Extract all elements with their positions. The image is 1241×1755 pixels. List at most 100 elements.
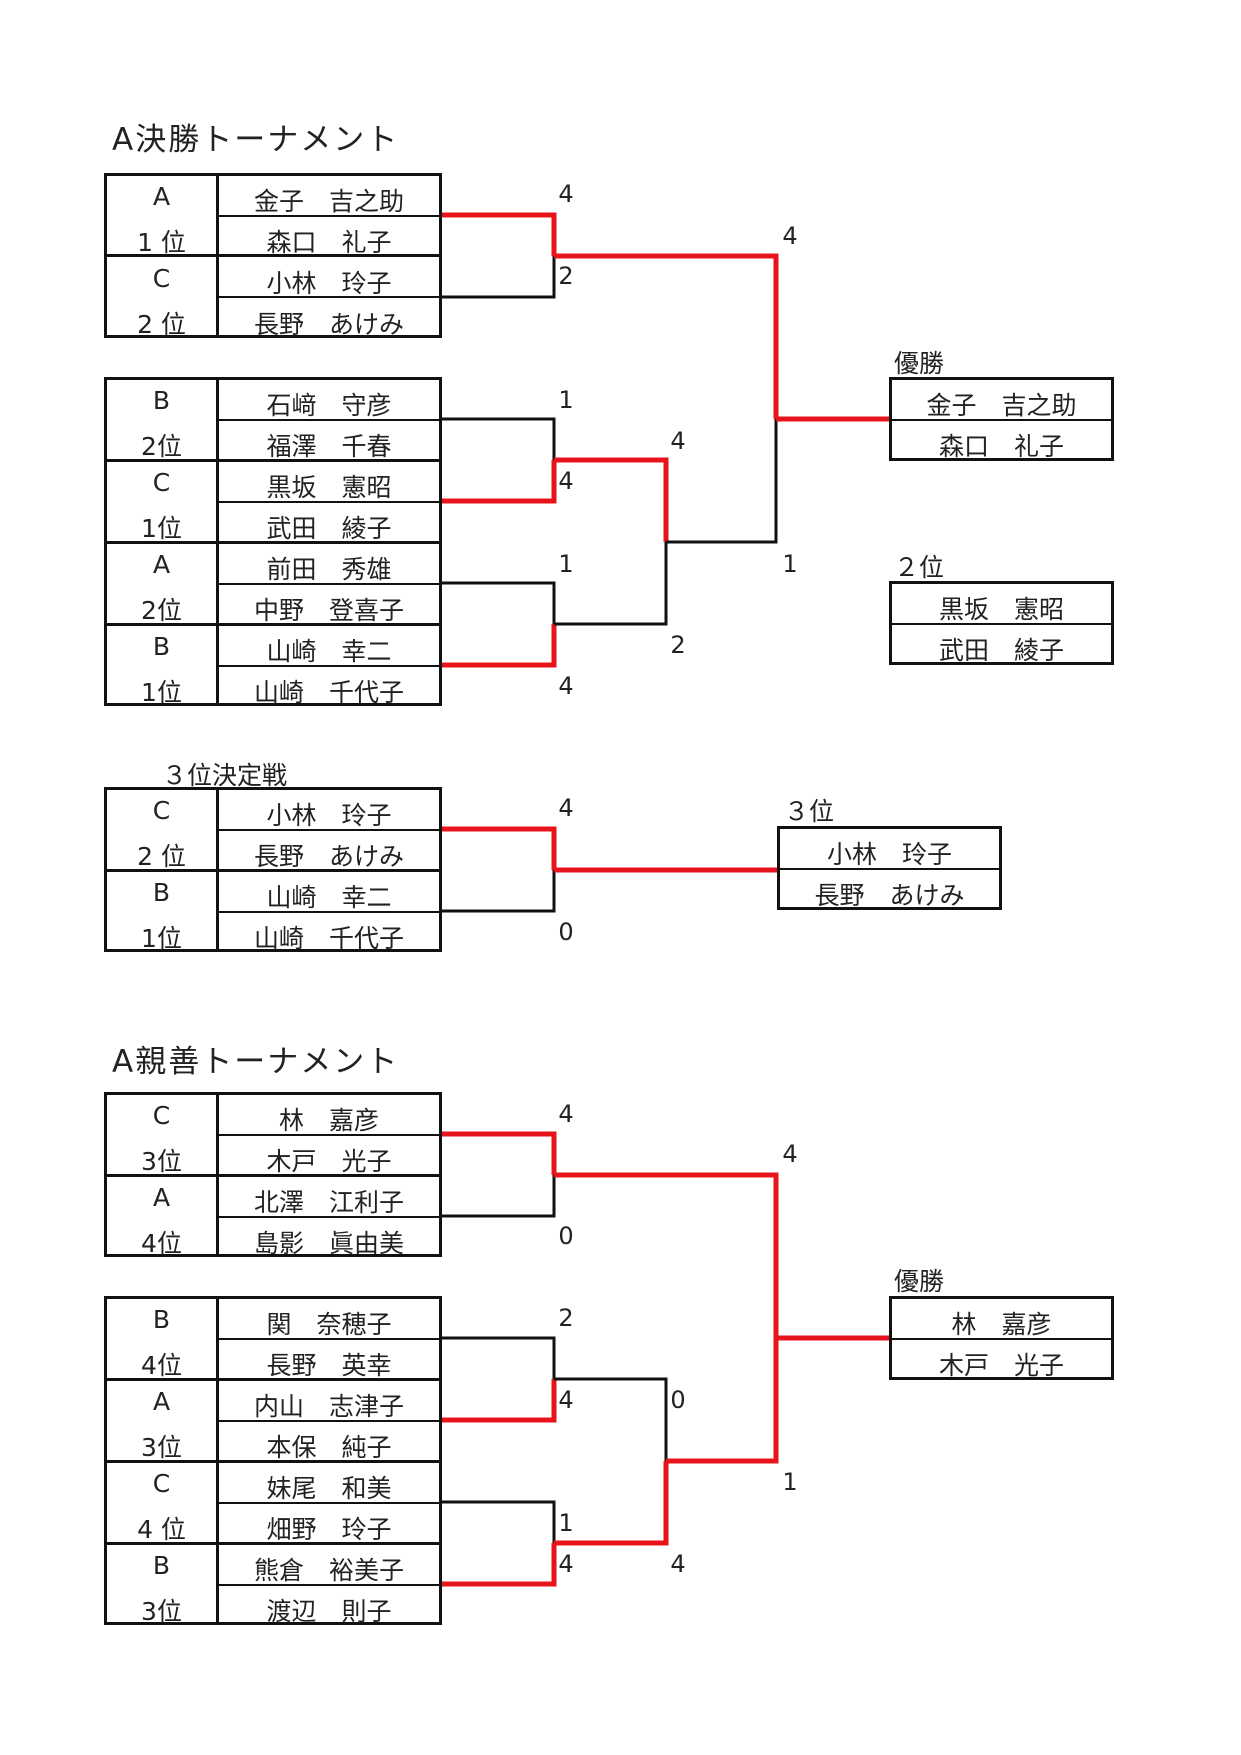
player-name: 武田 綾子 (266, 514, 392, 543)
match-score: 1 (558, 1509, 574, 1537)
group-letter: B (152, 1551, 171, 1580)
third-place-result-box: 小林 玲子 長野 あけみ (777, 826, 1002, 910)
group-rank: 3位 (141, 1597, 182, 1626)
winner-path (442, 1131, 557, 1175)
group-letter: B (152, 632, 171, 661)
winner-path (554, 1461, 669, 1546)
group-letter: B (152, 1305, 171, 1334)
final-tournament-title: A決勝トーナメント (112, 122, 400, 158)
player-name: 林 嘉彦 (278, 1106, 379, 1135)
bracket-line (442, 1336, 556, 1379)
final-champion-box: 金子 吉之助 森口 礼子 (889, 377, 1114, 461)
final-champion-label: 優勝 (894, 349, 945, 378)
player-name: 小林 玲子 (266, 801, 392, 830)
player-name: 林 嘉彦 (951, 1310, 1052, 1339)
final-block-2: B 2位 石﨑 守彦 福澤 千春 C 1位 黒坂 憲昭 武田 綾子 A 2位 前… (104, 377, 442, 707)
winner-path (554, 253, 779, 419)
match-score: 4 (558, 180, 574, 208)
group-rank: 4位 (141, 1229, 182, 1258)
player-name: 金子 吉之助 (253, 187, 404, 216)
match-score: 4 (558, 1386, 574, 1414)
friendly-tournament-title: A親善トーナメント (112, 1044, 400, 1080)
third-place-title: ３位決定戦 (162, 761, 288, 790)
player-name: 福澤 千春 (266, 432, 392, 461)
player-name: 長野 あけみ (253, 310, 404, 339)
match-score: 1 (558, 550, 574, 578)
match-score: 4 (558, 1100, 574, 1128)
group-letter: A (152, 1183, 171, 1212)
player-name: 森口 礼子 (266, 228, 392, 257)
player-name: 前田 秀雄 (266, 555, 392, 584)
group-letter: B (152, 386, 171, 415)
group-rank: 2位 (141, 432, 182, 461)
group-letter: A (152, 550, 171, 579)
match-score: 4 (558, 1550, 574, 1578)
match-score: 2 (558, 1304, 574, 1332)
match-score: 0 (558, 1222, 574, 1250)
player-name: 熊倉 裕美子 (253, 1556, 404, 1585)
player-name: 木戸 光子 (266, 1147, 392, 1176)
winner-path (554, 1172, 779, 1338)
match-score: 0 (670, 1386, 686, 1414)
bracket-line (442, 1175, 556, 1218)
player-name: 島影 眞由美 (253, 1229, 404, 1258)
group-letter: C (152, 264, 171, 293)
player-name: 山崎 千代子 (253, 924, 404, 953)
bracket-line (442, 417, 556, 460)
winner-path (442, 1379, 557, 1423)
group-rank: 1位 (141, 678, 182, 707)
final-block-1: A 1 位 金子 吉之助 森口 礼子 C 2 位 小林 玲子 長野 あけみ (104, 173, 442, 339)
group-rank: 4 位 (137, 1515, 186, 1544)
match-score: 4 (782, 222, 798, 250)
group-letter: C (152, 1101, 171, 1130)
group-rank: 4位 (141, 1351, 182, 1380)
player-name: 妹尾 和美 (266, 1474, 392, 1503)
player-name: 黒坂 憲昭 (938, 595, 1064, 624)
match-score: 1 (782, 1468, 798, 1496)
group-rank: 1位 (141, 924, 182, 953)
match-score: 0 (558, 918, 574, 946)
match-score: 4 (558, 467, 574, 495)
player-name: 山崎 幸二 (266, 883, 392, 912)
player-name: 森口 礼子 (938, 432, 1064, 461)
match-score: 1 (558, 386, 574, 414)
group-rank: 3位 (141, 1433, 182, 1462)
player-name: 黒坂 憲昭 (266, 473, 392, 502)
match-score: 1 (782, 550, 798, 578)
winner-path (442, 212, 557, 256)
bracket-line (442, 1500, 556, 1543)
bracket-line (666, 419, 778, 544)
group-letter: C (152, 1469, 171, 1498)
player-name: 北澤 江利子 (253, 1188, 404, 1217)
winner-path (442, 826, 557, 870)
friendly-block-2: B 4位 関 奈穂子 長野 英幸 A 3位 内山 志津子 本保 純子 C 4 位… (104, 1296, 442, 1626)
match-score: 4 (558, 794, 574, 822)
third-place-label: ３位 (784, 797, 835, 826)
winner-path (442, 1543, 557, 1587)
match-score: 4 (782, 1140, 798, 1168)
player-name: 畑野 玲子 (266, 1515, 392, 1544)
player-name: 小林 玲子 (266, 269, 392, 298)
match-score: 4 (670, 427, 686, 455)
player-name: 中野 登喜子 (253, 596, 404, 625)
group-letter: B (152, 878, 171, 907)
winner-path (442, 624, 557, 668)
group-rank: 3位 (141, 1147, 182, 1176)
group-letter: C (152, 796, 171, 825)
winner-path (554, 457, 669, 542)
final-second-box: 黒坂 憲昭 武田 綾子 (889, 581, 1114, 665)
group-rank: 2 位 (137, 842, 186, 871)
friendly-champion-label: 優勝 (894, 1267, 945, 1296)
winner-path (666, 1338, 779, 1464)
match-score: 4 (670, 1550, 686, 1578)
bracket-line (442, 870, 556, 913)
player-name: 渡辺 則子 (266, 1597, 392, 1626)
bracket-line (442, 256, 556, 299)
bracket-line (442, 581, 556, 624)
player-name: 山崎 幸二 (266, 637, 392, 666)
match-score: 4 (558, 672, 574, 700)
group-letter: C (152, 468, 171, 497)
friendly-block-1: C 3位 林 嘉彦 木戸 光子 A 4位 北澤 江利子 島影 眞由美 (104, 1092, 442, 1258)
